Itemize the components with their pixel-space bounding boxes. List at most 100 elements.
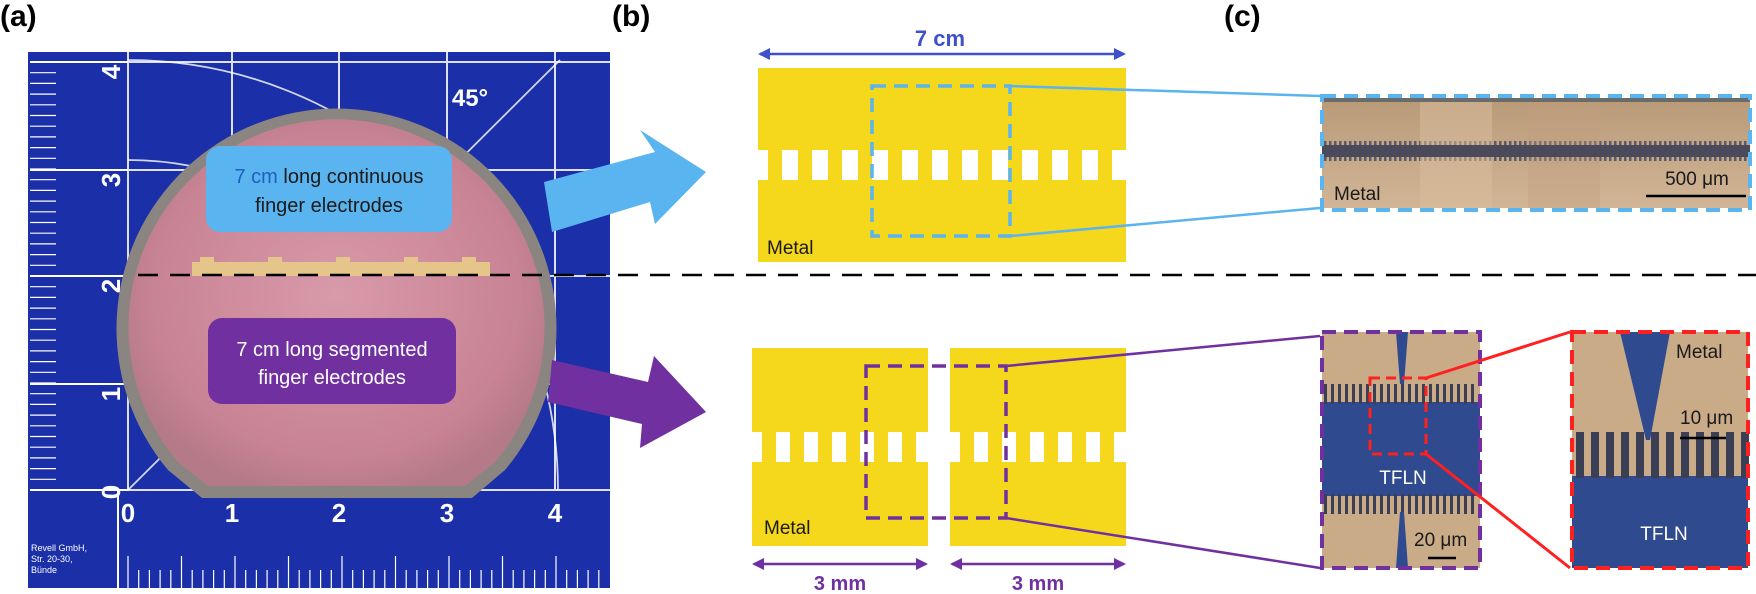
continuous-electrodes: Metal — [758, 68, 1126, 262]
micro-tooth — [1714, 157, 1717, 161]
top-dimension-label: 7 cm — [915, 26, 965, 51]
micro-tooth — [1539, 157, 1542, 161]
micro-tooth — [1471, 494, 1474, 514]
micro-tooth — [1624, 157, 1627, 161]
micro-tooth — [1359, 141, 1362, 145]
micro-tooth — [1422, 494, 1425, 514]
electrode-finger — [948, 160, 962, 180]
zoomed-micrograph: Metal 10 μm TFLN — [1572, 332, 1749, 568]
micro-tooth — [1450, 494, 1453, 514]
micro-tooth — [1408, 384, 1411, 404]
micro-tooth — [1604, 157, 1607, 161]
micro-tooth — [1624, 141, 1627, 145]
micro-tooth — [1554, 157, 1557, 161]
micro-tooth — [1380, 384, 1383, 404]
ruler-left-0: 0 — [96, 485, 126, 499]
micro-tooth — [1579, 141, 1582, 145]
micro-tooth — [1594, 141, 1597, 145]
electrode-finger — [918, 160, 932, 180]
micro-tooth — [1699, 141, 1702, 145]
micro-tooth — [1549, 157, 1552, 161]
micro-tooth — [1689, 141, 1692, 145]
micro-tooth — [1669, 157, 1672, 161]
micro-tooth — [1364, 157, 1367, 161]
electrode-finger — [798, 160, 812, 180]
micro-tooth — [1334, 141, 1337, 145]
micro-tooth — [1329, 141, 1332, 145]
segmented-zoom-box — [864, 364, 1008, 520]
micro-tooth — [1569, 141, 1572, 145]
micro-tooth — [1436, 494, 1439, 514]
micro-tooth — [1724, 157, 1727, 161]
micro-tooth — [1409, 141, 1412, 145]
micro-tooth — [1379, 141, 1382, 145]
ruler-left-1: 1 — [96, 387, 126, 401]
micro-tooth — [1457, 494, 1460, 514]
top-micro-metal-label: Metal — [1334, 184, 1380, 205]
micro-tooth — [1544, 157, 1547, 161]
micro-tooth — [1636, 432, 1644, 478]
micro-tooth — [1619, 141, 1622, 145]
micro-tooth — [1352, 384, 1355, 404]
micro-tooth — [1524, 157, 1527, 161]
micro-tooth — [1664, 157, 1667, 161]
red-zoom-box — [1368, 376, 1428, 456]
ruler-bottom-0: 0 — [121, 498, 135, 528]
electrode-finger — [1016, 442, 1030, 462]
micro-tooth — [1399, 157, 1402, 161]
micro-tooth — [1345, 384, 1348, 404]
micro-tooth — [1629, 141, 1632, 145]
micro-tooth — [1379, 157, 1382, 161]
panel-label-c: (c) — [1224, 0, 1261, 33]
micro-tooth — [1369, 141, 1372, 145]
micro-tooth — [1404, 157, 1407, 161]
micro-tooth — [1599, 157, 1602, 161]
micro-tooth — [1614, 157, 1617, 161]
micro-tooth — [1594, 157, 1597, 161]
micro-tooth — [1373, 494, 1376, 514]
micro-tooth — [1359, 494, 1362, 514]
micro-tooth — [1619, 157, 1622, 161]
micro-tooth — [1674, 141, 1677, 145]
micro-tooth — [1349, 157, 1352, 161]
electrode-finger — [874, 442, 888, 462]
micro-tooth — [1324, 494, 1327, 514]
continuous-zoom-line-bottom — [1009, 206, 1321, 238]
micro-tooth — [1387, 384, 1390, 404]
micro-tooth — [1649, 157, 1652, 161]
micro-tooth — [1387, 494, 1390, 514]
micro-tooth — [1734, 157, 1737, 161]
top-dimension: 7 cm — [758, 26, 1126, 60]
bottom-dimension-right-label: 3 mm — [1012, 573, 1064, 594]
electrode-finger — [960, 442, 974, 462]
micro-tooth — [1334, 157, 1337, 161]
maker-text-2: Str. 20-30, — [31, 554, 73, 564]
micro-tooth — [1694, 157, 1697, 161]
micro-tooth — [1719, 141, 1722, 145]
micro-tooth — [1709, 141, 1712, 145]
micro-tooth — [1389, 141, 1392, 145]
electrode-finger — [1068, 160, 1082, 180]
micro-tooth — [1394, 384, 1397, 404]
micro-tooth — [1443, 494, 1446, 514]
segmented-label-line1: 7 cm long segmented — [236, 339, 427, 361]
micro-tooth — [1401, 494, 1404, 514]
electrode-finger — [1100, 442, 1114, 462]
micro-tooth — [1344, 141, 1347, 145]
electrode-finger — [1044, 442, 1058, 462]
micro-tooth — [1696, 432, 1704, 478]
micro-tooth — [1644, 141, 1647, 145]
micro-tooth — [1559, 141, 1562, 145]
micro-tooth — [1352, 494, 1355, 514]
micro-tooth — [1414, 141, 1417, 145]
micro-tooth — [1534, 141, 1537, 145]
continuous-label-line1: 7 cm long continuous — [234, 166, 423, 188]
segmented-micrograph-frame — [1320, 330, 1482, 570]
micro-tooth — [1331, 494, 1334, 514]
ruler-left-2: 2 — [96, 279, 126, 293]
micro-tooth — [1499, 141, 1502, 145]
micro-tooth — [1394, 494, 1397, 514]
micro-tooth — [1329, 157, 1332, 161]
continuous-zoom-line-top — [1009, 84, 1321, 98]
micro-tooth — [1414, 157, 1417, 161]
